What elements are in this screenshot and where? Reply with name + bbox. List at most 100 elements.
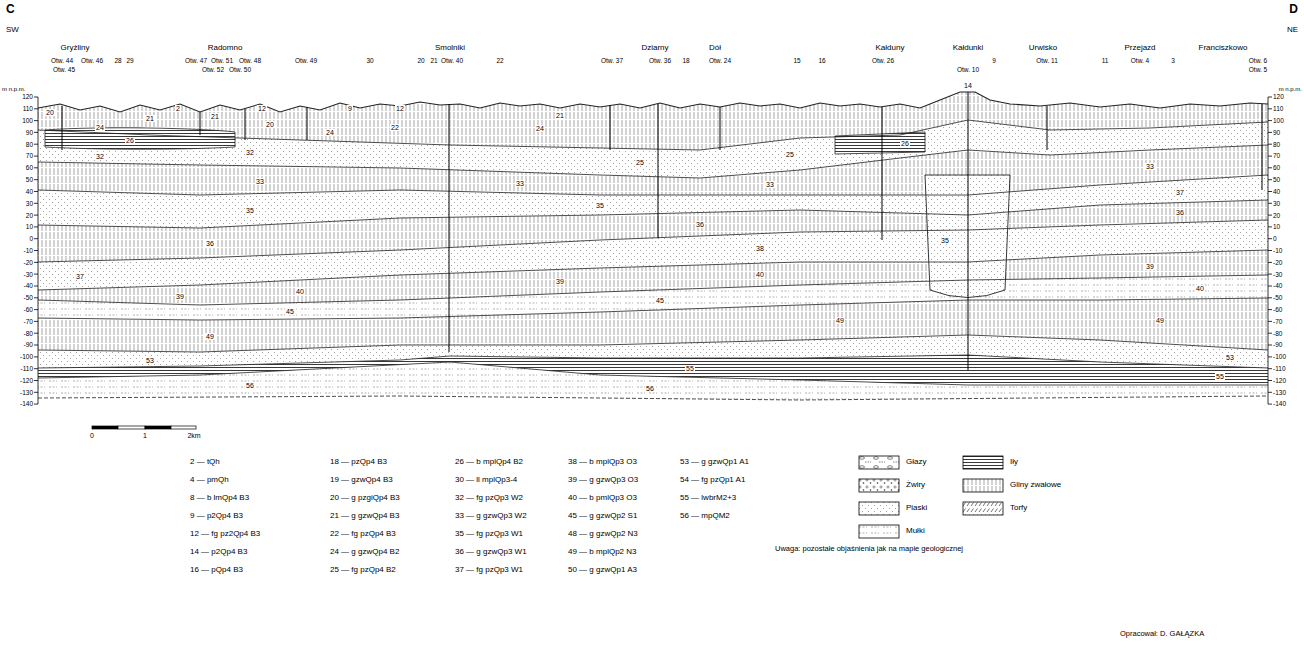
scale-bar [118, 426, 145, 429]
legend-swatch [962, 501, 1004, 516]
place-name: Smolniki [435, 44, 465, 53]
layer-number: 33 [1145, 163, 1155, 170]
axis-value: 40 [26, 188, 33, 195]
direction-label: NE [1287, 26, 1298, 35]
layer-boundary [38, 275, 1268, 305]
layer-number: 49 [1155, 317, 1165, 324]
axis-value: 90 [26, 129, 33, 136]
axis-value: -70 [24, 318, 33, 325]
legend-item: Torfy [962, 501, 1027, 516]
borehole-label: 21 [430, 57, 437, 64]
layer-number: 32 [95, 153, 105, 160]
layer-number: 53 [1225, 354, 1235, 361]
borehole-label: Otw. 11 [1036, 57, 1058, 64]
layer-number: 45 [655, 297, 665, 304]
borehole-label: Otw. 46 [81, 57, 103, 64]
borehole [200, 112, 201, 135]
layer-number: 56 [245, 382, 255, 389]
legend-formula: 14 — p2Qp4 B3 [190, 548, 247, 557]
borehole [658, 104, 659, 238]
layer-number: 20 [45, 109, 55, 116]
layer-number: 26 [125, 137, 135, 144]
legend-pattern [859, 479, 899, 492]
layer-number: 24 [535, 125, 545, 132]
axis-value: -40 [1273, 282, 1282, 289]
layer-boundary [38, 250, 1268, 290]
layer-number: 24 [95, 124, 105, 131]
sand-layer [38, 220, 1268, 400]
borehole [307, 107, 308, 140]
legend-swatch [858, 455, 900, 470]
layer-number: 33 [515, 180, 525, 187]
section-end-letter: C [6, 3, 15, 16]
layer-number: 9 [347, 105, 353, 112]
scale-bar [145, 426, 171, 429]
borehole-label: Otw. 5 [1249, 66, 1267, 73]
borehole-label: Otw. 24 [709, 57, 731, 64]
axis-value: -60 [1273, 306, 1282, 313]
layer-number: 21 [555, 112, 565, 119]
legend-text: Gliny zwałowe [1010, 481, 1061, 490]
axis-value: -130 [1273, 389, 1286, 396]
place-name: Dół [709, 44, 721, 53]
legend-formula: 20 — g pzgiQp4 B3 [330, 494, 400, 503]
axis-value: -110 [1273, 365, 1286, 372]
legend-formula: 36 — g gzwQp3 W1 [455, 548, 527, 557]
axis-value: -90 [1273, 341, 1282, 348]
borehole-label: Otw. 44 [51, 57, 73, 64]
axis-value: 40 [1273, 188, 1280, 195]
borehole-label: Otw. 37 [601, 57, 623, 64]
axis-value: -30 [1273, 271, 1282, 278]
layer-number: 56 [645, 385, 655, 392]
legend-pattern [963, 456, 1003, 469]
layer-number: 35 [595, 202, 605, 209]
place-name: Dziarny [641, 44, 668, 53]
axis-value: -130 [20, 389, 33, 396]
axis-unit: m n.p.m. [2, 86, 25, 93]
axis-value: -10 [24, 247, 33, 254]
layer-number: 32 [245, 149, 255, 156]
borehole-label: 20 [417, 57, 424, 64]
layer-number: 12 [257, 105, 267, 112]
borehole [968, 92, 969, 370]
axis-value: -70 [1273, 318, 1282, 325]
layer-number: 40 [295, 288, 305, 295]
axis-value: -110 [20, 365, 33, 372]
borehole-label: Otw. 50 [229, 66, 251, 73]
layer-number: 36 [695, 221, 705, 228]
layer-number: 20 [265, 121, 275, 128]
scale-value: 1 [143, 432, 147, 440]
legend-pattern [859, 502, 899, 515]
till-layer [38, 298, 1268, 400]
borehole [1047, 106, 1048, 150]
borehole [882, 107, 883, 240]
layer-boundary [38, 175, 1268, 195]
borehole-label: 16 [818, 57, 825, 64]
layer-number: 49 [205, 333, 215, 340]
legend-formula: 22 — fg pzQp4 B3 [330, 530, 396, 539]
axis-value: 10 [26, 223, 33, 230]
borehole-label: Otw. 40 [441, 57, 463, 64]
layer-boundary [38, 145, 1268, 178]
borehole-label: Otw. 26 [872, 57, 894, 64]
axis-ticks [1268, 97, 1272, 404]
silt-layer [38, 362, 1268, 400]
legend-formula: 39 — g gzwQp3 O3 [568, 476, 638, 485]
legend-formula: 38 — b mplQp3 O3 [568, 458, 637, 467]
layer-number: 24 [325, 129, 335, 136]
layer-number: 55 [685, 365, 695, 372]
borehole-label: Otw. 36 [649, 57, 671, 64]
borehole-label: Otw. 4 [1131, 57, 1149, 64]
layer-number: 53 [145, 357, 155, 364]
borehole [720, 107, 721, 150]
axis-value: -120 [20, 377, 33, 384]
borehole-label: Otw. 47 [185, 57, 207, 64]
legend-formula: 8 — b lmQp4 B3 [190, 494, 249, 503]
borehole-label: Otw. 48 [239, 57, 261, 64]
axis-value: 120 [22, 93, 33, 100]
axis-value: -30 [24, 271, 33, 278]
axis-value: -140 [20, 400, 33, 407]
place-name: Franciszkowo [1199, 44, 1248, 53]
place-name: Kałduny [876, 44, 905, 53]
axis-value: 60 [1273, 164, 1280, 171]
